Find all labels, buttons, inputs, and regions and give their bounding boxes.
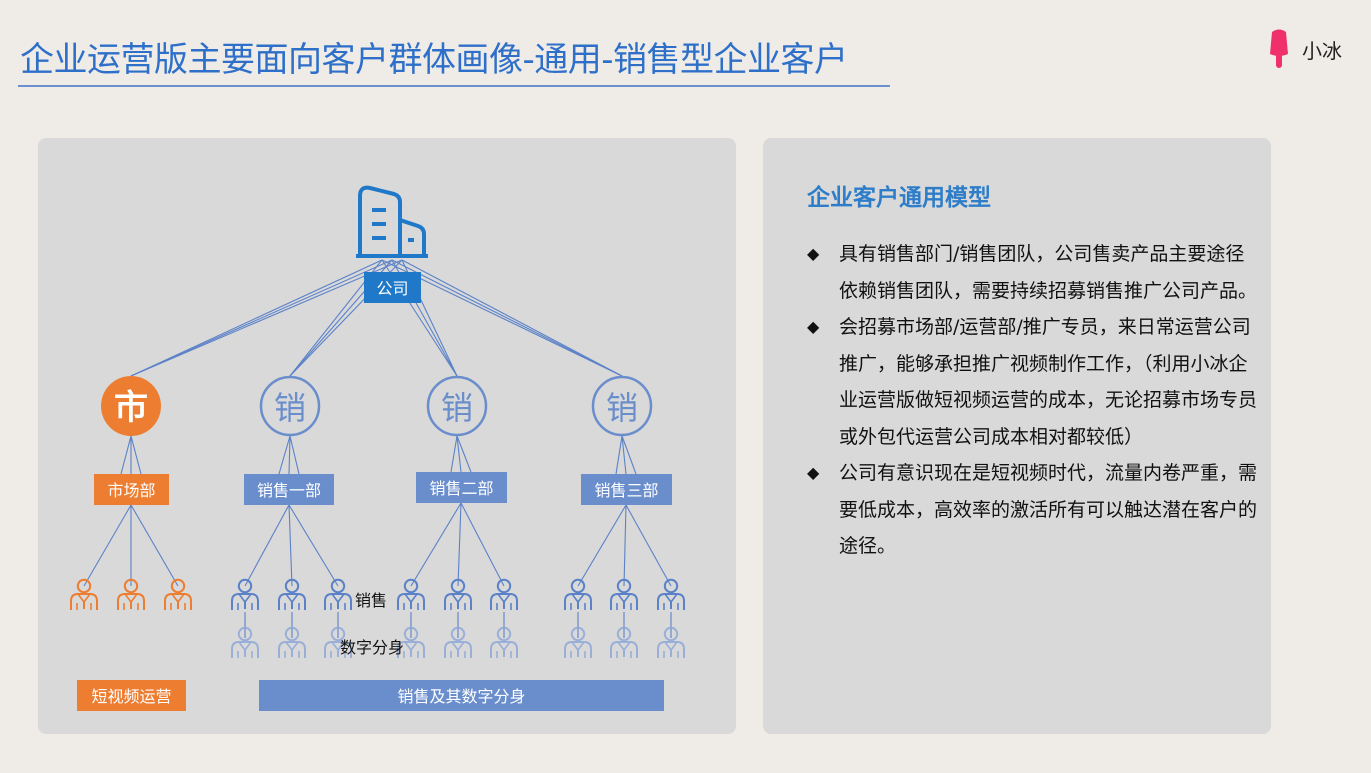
connector-line — [381, 259, 623, 377]
salesperson-icon — [397, 578, 425, 611]
connector-line — [130, 259, 383, 377]
bullet-text: 具有销售部门/销售团队，公司售卖产品主要途径依赖销售团队，需要持续招募销售推广公… — [839, 243, 1258, 302]
connector-line — [289, 435, 300, 475]
diamond-bullet-icon: ◆ — [807, 463, 820, 482]
model-title: 企业客户通用模型 — [807, 185, 991, 211]
connector-line — [130, 504, 179, 587]
list-item: ◆ 具有销售部门/销售团队，公司售卖产品主要途径依赖销售团队，需要持续招募销售推… — [807, 236, 1257, 309]
market-dept-node — [94, 474, 169, 505]
connector-line — [615, 435, 623, 475]
sales-2-dept-label: 销售二部 — [429, 479, 493, 498]
connector-line — [621, 435, 627, 475]
connector-line — [621, 435, 637, 475]
short-video-ops-label: 短视频运营 — [91, 687, 171, 706]
marketer-person-icon — [164, 578, 192, 611]
sales-and-clones-bar — [259, 680, 664, 711]
diamond-bullet-icon: ◆ — [807, 317, 820, 336]
market-badge-text: 市 — [114, 388, 148, 428]
connector-line — [130, 259, 403, 377]
salesperson-icon — [564, 578, 592, 611]
connector-line — [288, 504, 293, 587]
connector-line — [130, 259, 393, 377]
marketer-person-icon — [70, 578, 98, 611]
sales-2-dept-node — [416, 472, 507, 503]
sales-and-clones-label: 销售及其数字分身 — [397, 687, 525, 706]
branch-sales-2: 销 销售二部 — [416, 375, 507, 503]
salesperson-icon — [657, 578, 685, 611]
connector-line — [391, 259, 623, 377]
connector-line — [244, 504, 290, 587]
connector-line — [577, 504, 627, 587]
list-item: ◆ 公司有意识现在是短视频时代，流量内卷严重，需要低成本，高效率的激活所有可以触… — [807, 455, 1257, 565]
company-label: 公司 — [376, 279, 408, 298]
connector-line — [456, 435, 462, 473]
connector-line — [288, 435, 291, 475]
branch-sales-1: 销 销售一部 — [244, 375, 334, 505]
sales-2-badge-text: 销 — [441, 389, 473, 427]
brand-logo: 小冰 — [1266, 28, 1342, 70]
connector-line — [625, 504, 672, 587]
sales-1-badge-text: 销 — [274, 389, 306, 427]
page-title: 企业运营版主要面向客户群体画像-通用-销售型企业客户 — [20, 40, 848, 80]
connector-line — [410, 502, 462, 587]
logo-text: 小冰 — [1302, 38, 1342, 63]
sales-3-dept-label: 销售三部 — [594, 481, 658, 500]
market-badge — [101, 376, 161, 436]
connector-line — [450, 435, 458, 473]
bullet-text: 公司有意识现在是短视频时代，流量内卷严重，需要低成本，高效率的激活所有可以触达潜… — [839, 462, 1258, 557]
list-item: ◆ 会招募市场部/运营部/推广专员，来日常运营公司推广，能够承担推广视频制作工作… — [807, 309, 1257, 455]
building-icon — [356, 185, 428, 258]
bullet-text: 会招募市场部/运营部/推广专员，来日常运营公司推广，能够承担推广视频制作工作，（… — [839, 316, 1258, 448]
org-diagram: 公司 市 市场部 销 销售一部 销 销售二部 销 销售三部 — [70, 185, 685, 711]
connector-line — [401, 259, 623, 377]
short-video-ops-bar — [77, 680, 186, 711]
model-panel: 企业客户通用模型 ◆ 具有销售部门/销售团队，公司售卖产品主要途径依赖销售团队，… — [763, 138, 1271, 734]
digital-clone-annotation: 数字分身 — [340, 638, 404, 657]
salesperson-icon — [231, 578, 259, 611]
sales-1-badge — [259, 375, 321, 437]
sales-3-badge-text: 销 — [606, 389, 638, 427]
org-diagram-panel: 公司 市 市场部 销 销售一部 销 销售二部 销 销售三部 — [38, 138, 736, 734]
connector-line — [120, 435, 132, 475]
connector-line — [83, 504, 132, 587]
sales-2-badge — [426, 375, 488, 437]
sales-annotation: 销售 — [355, 591, 387, 610]
sales-1-dept-node — [244, 474, 334, 505]
connector-line — [456, 435, 472, 473]
salesperson-icon — [490, 578, 518, 611]
branch-sales-3: 销 销售三部 — [581, 375, 672, 505]
sales-3-dept-node — [581, 474, 672, 505]
sales-1-dept-label: 销售一部 — [257, 481, 321, 500]
model-bullets: ◆ 具有销售部门/销售团队，公司售卖产品主要途径依赖销售团队，需要持续招募销售推… — [807, 236, 1257, 565]
title-underline — [18, 85, 890, 87]
branch-market: 市 市场部 — [94, 376, 169, 505]
connector-line — [623, 504, 627, 587]
market-dept-label: 市场部 — [107, 481, 155, 500]
salesperson-icon — [324, 578, 352, 611]
sales-3-badge — [591, 375, 653, 437]
diamond-bullet-icon: ◆ — [807, 244, 820, 263]
connector-line — [457, 502, 462, 587]
connector-line — [288, 504, 339, 587]
company-node — [364, 272, 421, 303]
connector-line — [278, 435, 291, 475]
connector-line — [460, 502, 505, 587]
popsicle-icon — [1270, 29, 1288, 68]
connector-line — [130, 435, 142, 475]
